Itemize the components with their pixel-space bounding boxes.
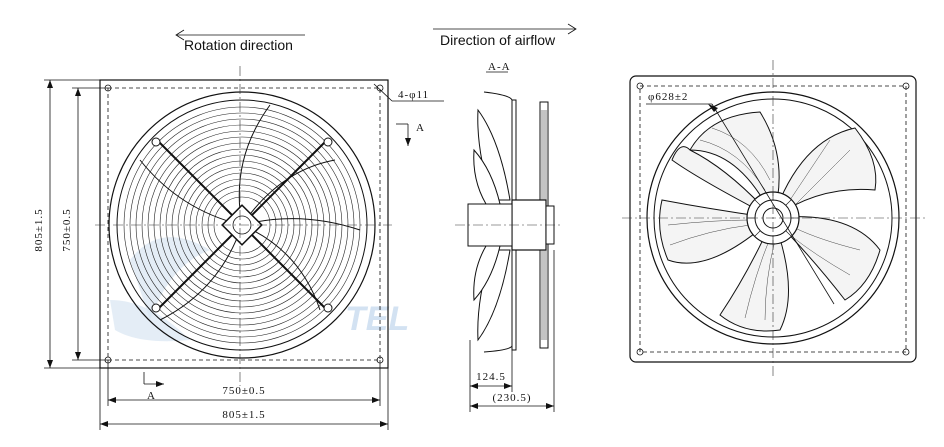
side-view: Direction of airflow A-A xyxy=(433,23,577,412)
dim-depth-total xyxy=(470,250,555,412)
section-marker-bottom xyxy=(143,372,164,387)
depth-total-value: (230.5) xyxy=(492,392,531,404)
impeller-diameter-label: φ628±2 xyxy=(648,91,688,103)
depth-hub-value: 124.5 xyxy=(476,371,506,383)
outer-height-value: 805±1.5 xyxy=(33,208,45,251)
outer-width-value: 805±1.5 xyxy=(222,409,265,421)
dim-hole-pitch-width xyxy=(107,360,381,406)
front-view: Rotation direction xyxy=(33,29,444,430)
rear-view: φ628±2 xyxy=(622,60,926,376)
dim-hole-pitch-height xyxy=(72,87,108,361)
side-frame-flange xyxy=(483,91,513,353)
rotation-arrow xyxy=(175,29,305,41)
strut-bolts xyxy=(151,137,333,313)
airflow-direction-label: Direction of airflow xyxy=(440,32,556,48)
dim-outer-height xyxy=(44,79,100,369)
dim-depth-hub xyxy=(469,340,513,412)
hole-pitch-width-value: 750±0.5 xyxy=(222,385,265,397)
holes-callout: 4-φ11 xyxy=(398,89,429,101)
rear-mounting-holes xyxy=(636,82,910,356)
rear-impeller-blades xyxy=(659,111,881,332)
side-blades xyxy=(473,108,511,342)
hub-center xyxy=(232,215,252,235)
rotation-direction-label: Rotation direction xyxy=(184,37,293,53)
airflow-arrow xyxy=(433,23,577,35)
section-marker-top xyxy=(396,123,411,146)
hole-pitch-height-value: 750±0.5 xyxy=(61,208,73,251)
dim-outer-width xyxy=(99,368,389,430)
watermark-text: TEL xyxy=(345,300,409,338)
front-hole-pitch-square xyxy=(107,87,381,361)
section-mark-a-bottom: A xyxy=(147,390,156,402)
front-frame-outer xyxy=(99,79,389,369)
section-title: A-A xyxy=(488,61,511,73)
section-mark-a-top: A xyxy=(416,122,425,134)
